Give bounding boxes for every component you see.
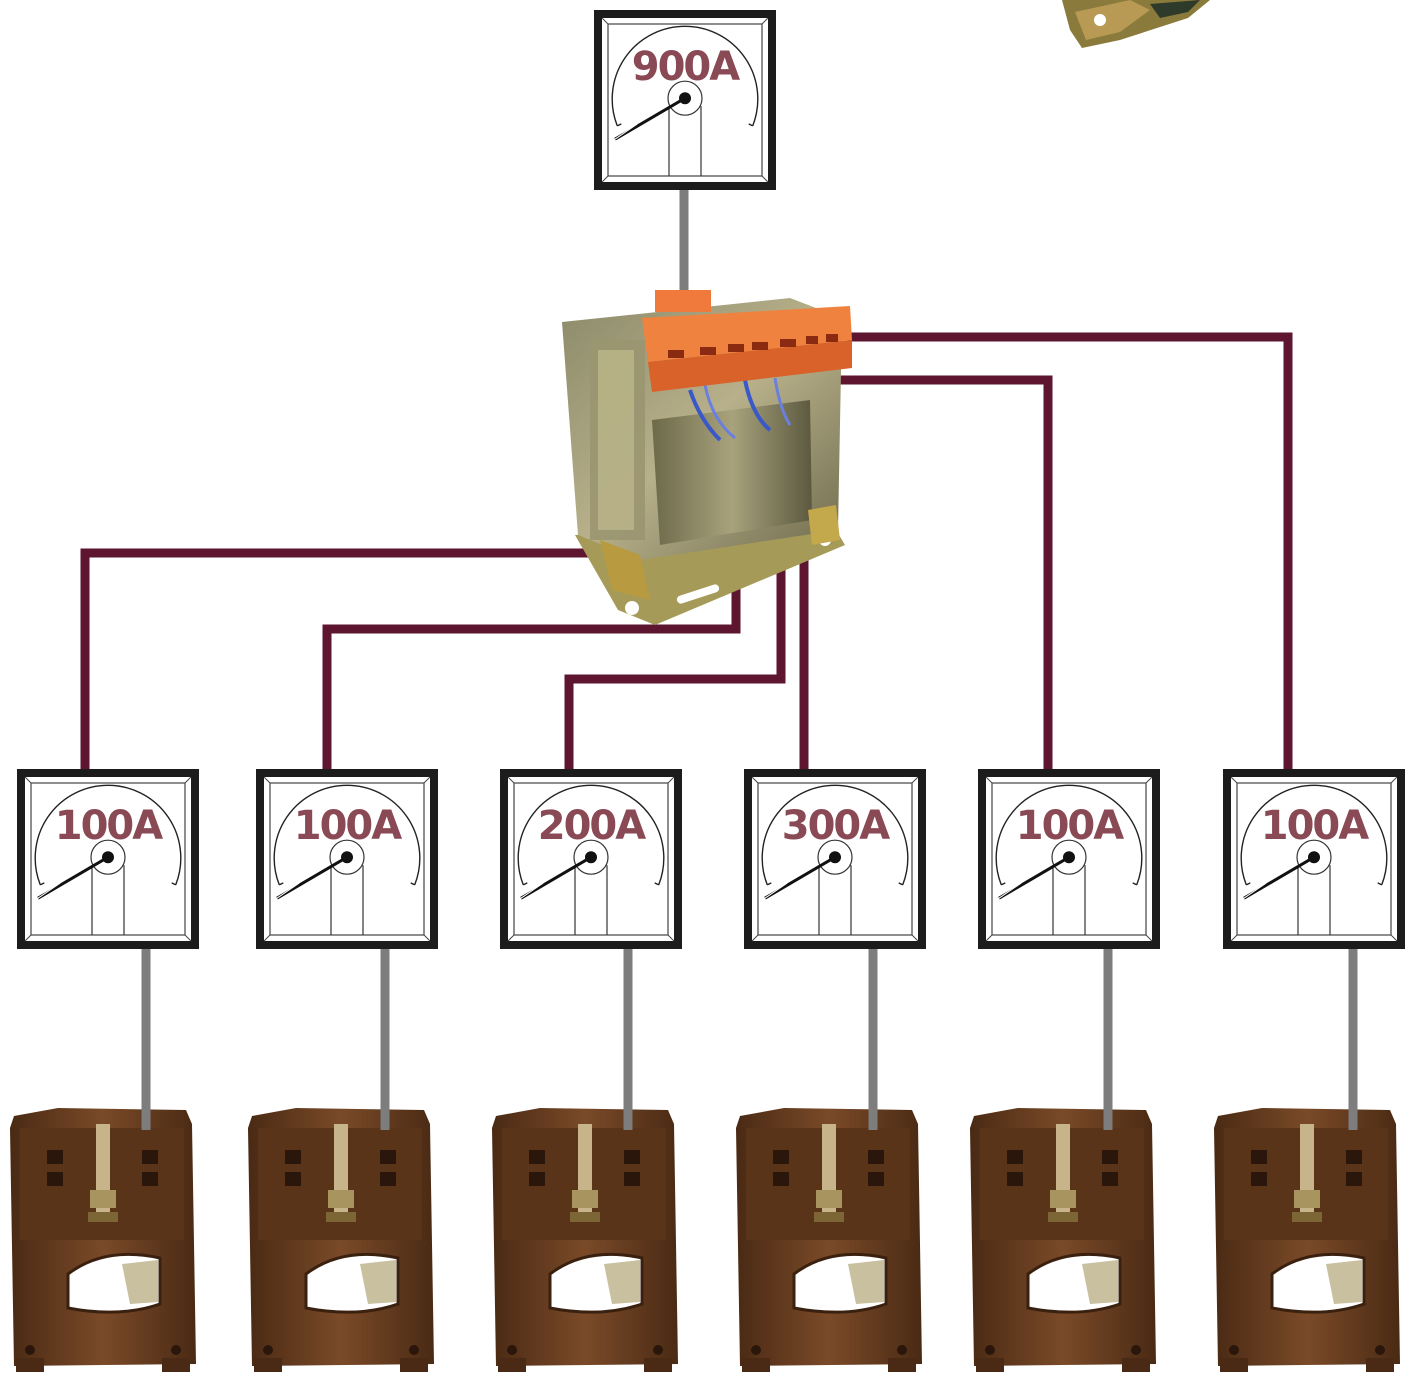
needle xyxy=(1243,855,1315,900)
current-transformer-icon-1 xyxy=(10,1108,196,1372)
needle xyxy=(276,855,348,900)
meter-reading-label: 100A xyxy=(1261,803,1369,849)
current-transformer-icon-3 xyxy=(492,1108,678,1372)
ct-link-wire-top xyxy=(1348,1100,1358,1130)
branch-ammeter-icon-4: 300A xyxy=(744,769,926,949)
meter-reading-label: 100A xyxy=(294,803,402,849)
meter-reading-label: 100A xyxy=(1016,803,1124,849)
scale-arc xyxy=(995,784,1143,886)
meter-reading-label: 300A xyxy=(782,803,890,849)
ct-link-wire-top xyxy=(623,1100,633,1130)
scale-arc xyxy=(611,25,759,127)
ct-link-wire-top xyxy=(380,1100,390,1130)
current-transformer-icon-2 xyxy=(248,1108,434,1372)
needle xyxy=(998,855,1070,900)
needle xyxy=(520,855,592,900)
main-ammeter: 900A xyxy=(594,10,776,190)
branch-ammeter-icon-6: 100A xyxy=(1223,769,1405,949)
meter-reading-label: 100A xyxy=(55,803,163,849)
secondary-wire-6 xyxy=(848,332,1293,775)
current-transformer-icon-5 xyxy=(970,1108,1156,1372)
current-transformer-icon-4 xyxy=(736,1108,922,1372)
ct-link-wire-top xyxy=(141,1100,151,1130)
summation-transformer-icon xyxy=(562,290,852,625)
scale-arc xyxy=(1240,784,1388,886)
needle xyxy=(37,855,109,900)
ct-link-wire-top xyxy=(868,1100,878,1130)
main-ammeter-icon: 900A xyxy=(594,10,776,190)
current-transformer-icon-6 xyxy=(1214,1108,1400,1372)
scale-arc xyxy=(761,784,909,886)
branch-ammeter-icon-5: 100A xyxy=(978,769,1160,949)
meter-reading-label: 200A xyxy=(538,803,646,849)
meter-reading-label: 900A xyxy=(632,44,740,90)
branch-circuits: 100A 100A 200A 300A 100A 100A xyxy=(10,769,1405,1372)
secondary-wire-5 xyxy=(821,342,1053,775)
branch-ammeter-icon-1: 100A xyxy=(17,769,199,949)
scale-arc xyxy=(273,784,421,886)
needle xyxy=(614,96,686,141)
needle xyxy=(764,855,836,900)
ct-link-wire-top xyxy=(1103,1100,1113,1130)
scale-arc xyxy=(517,784,665,886)
branch-ammeter-icon-2: 100A xyxy=(256,769,438,949)
scale-arc xyxy=(34,784,182,886)
branch-ammeter-icon-3: 200A xyxy=(500,769,682,949)
transformer-fragment-icon xyxy=(1062,0,1210,48)
